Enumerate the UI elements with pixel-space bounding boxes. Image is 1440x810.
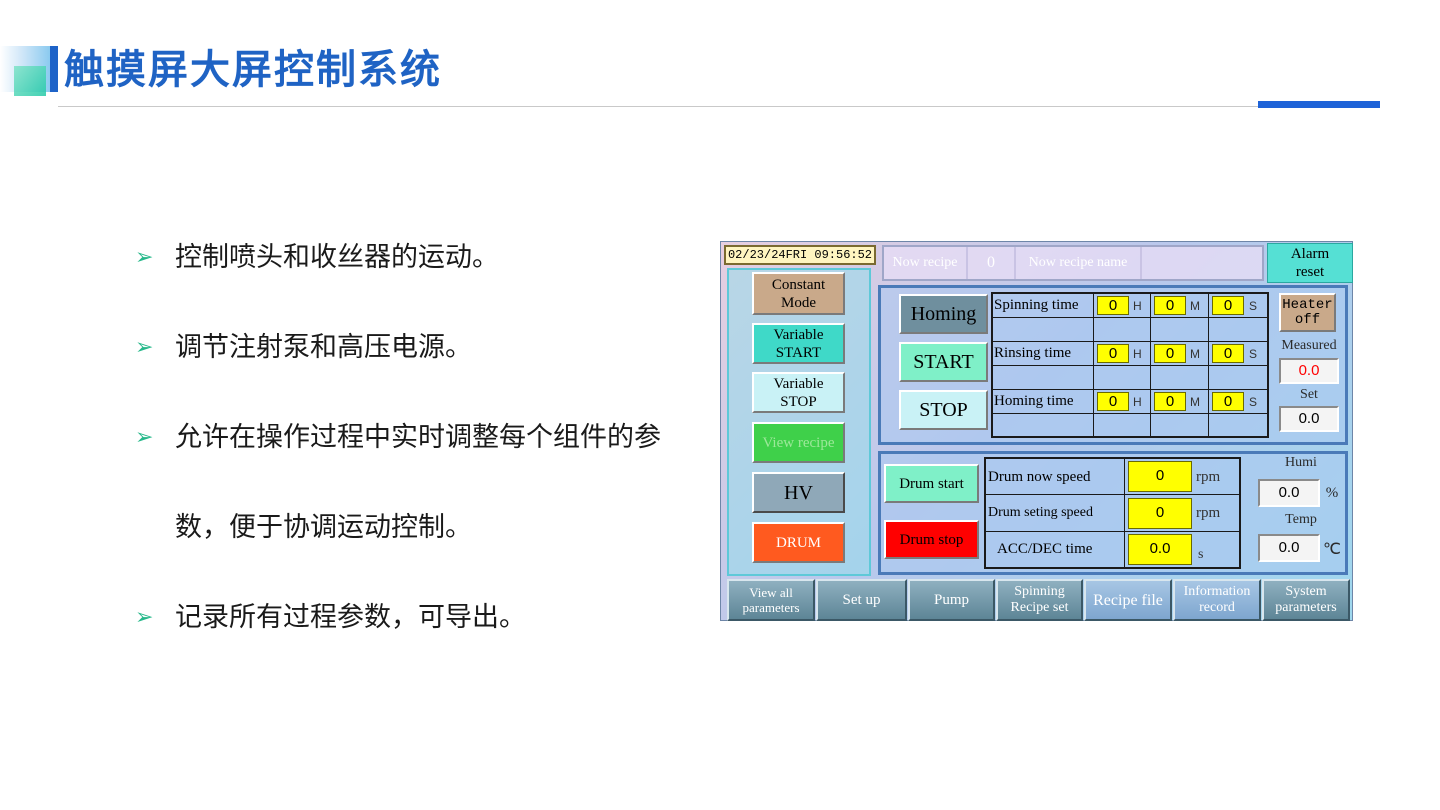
constant-mode-button[interactable]: Constant Mode bbox=[752, 272, 845, 315]
homing-seconds-input[interactable]: 0 bbox=[1212, 392, 1244, 411]
drum-button[interactable]: DRUM bbox=[752, 522, 845, 563]
humidity-unit: % bbox=[1325, 485, 1339, 501]
drum-start-button[interactable]: Drum start bbox=[884, 464, 979, 503]
variable-start-button[interactable]: Variable START bbox=[752, 323, 845, 364]
humidity-value: 0.0 bbox=[1258, 479, 1320, 507]
recipe-status-bar: Now recipe 0 Now recipe name bbox=[882, 245, 1264, 281]
bullet-arrow-icon: ➢ bbox=[135, 605, 154, 630]
title-marker-bar bbox=[50, 46, 58, 92]
bullet-arrow-icon: ➢ bbox=[135, 335, 154, 360]
temperature-value: 0.0 bbox=[1258, 534, 1320, 562]
measured-temperature-value: 0.0 bbox=[1279, 358, 1339, 384]
bullet-item: ➢记录所有过程参数，可导出。 bbox=[135, 600, 526, 636]
view-recipe-button[interactable]: View recipe bbox=[752, 422, 845, 463]
bullet-item: ➢控制喷头和收丝器的运动。 bbox=[135, 240, 499, 276]
hmi-screen: 02/23/24FRI 09:56:52 Now recipe 0 Now re… bbox=[720, 241, 1353, 621]
drum-stop-button[interactable]: Drum stop bbox=[884, 520, 979, 559]
temp-label: Temp bbox=[1285, 512, 1317, 527]
bullet-arrow-icon: ➢ bbox=[135, 245, 154, 270]
nav-spinning-recipe-set[interactable]: Spinning Recipe set bbox=[996, 579, 1083, 621]
drum-setting-speed-label: Drum seting speed bbox=[988, 505, 1093, 520]
spinning-seconds-input[interactable]: 0 bbox=[1212, 296, 1244, 315]
homing-time-label: Homing time bbox=[994, 393, 1074, 409]
nav-information-record[interactable]: Information record bbox=[1173, 579, 1261, 621]
slide-title: 触摸屏大屏控制系统 bbox=[64, 47, 442, 93]
now-recipe-name-label: Now recipe name bbox=[1016, 247, 1142, 279]
bullet-item: ➢调节注射泵和高压电源。 bbox=[135, 330, 472, 366]
rinsing-hours-input[interactable]: 0 bbox=[1097, 344, 1129, 363]
drum-table: Drum now speed 0 rpm Drum seting speed 0… bbox=[984, 457, 1241, 569]
homing-button[interactable]: Homing bbox=[899, 294, 988, 334]
set-label: Set bbox=[1300, 387, 1318, 402]
drum-now-speed-value: 0 bbox=[1128, 461, 1192, 492]
homing-minutes-input[interactable]: 0 bbox=[1154, 392, 1186, 411]
set-temperature-input[interactable]: 0.0 bbox=[1279, 406, 1339, 432]
clock-display: 02/23/24FRI 09:56:52 bbox=[724, 245, 876, 265]
humi-label: Humi bbox=[1285, 455, 1317, 470]
spinning-time-label: Spinning time bbox=[994, 297, 1079, 313]
nav-view-all-parameters[interactable]: View all parameters bbox=[727, 579, 815, 621]
nav-system-parameters[interactable]: System parameters bbox=[1262, 579, 1350, 621]
title-divider bbox=[58, 106, 1380, 107]
heater-toggle-button[interactable]: Heater off bbox=[1279, 293, 1336, 332]
bullet-item: ➢允许在操作过程中实时调整每个组件的参 bbox=[135, 420, 661, 456]
rinsing-time-label: Rinsing time bbox=[994, 345, 1072, 361]
now-recipe-name-value bbox=[1142, 247, 1262, 279]
nav-recipe-file[interactable]: Recipe file bbox=[1084, 579, 1172, 621]
spinning-hours-input[interactable]: 0 bbox=[1097, 296, 1129, 315]
timer-table: Spinning time 0 H 0 M 0 S Rinsing time 0… bbox=[991, 292, 1269, 438]
title-decoration-accent bbox=[14, 66, 46, 96]
measured-label: Measured bbox=[1281, 338, 1337, 353]
rinsing-seconds-input[interactable]: 0 bbox=[1212, 344, 1244, 363]
bullet-arrow-icon: ➢ bbox=[135, 425, 154, 450]
now-recipe-label: Now recipe bbox=[884, 247, 968, 279]
drum-setting-speed-input[interactable]: 0 bbox=[1128, 498, 1192, 529]
hv-button[interactable]: HV bbox=[752, 472, 845, 513]
drum-now-speed-label: Drum now speed bbox=[988, 469, 1091, 485]
title-divider-accent bbox=[1258, 101, 1380, 108]
acc-dec-time-label: ACC/DEC time bbox=[997, 541, 1093, 557]
acc-dec-time-input[interactable]: 0.0 bbox=[1128, 534, 1192, 565]
homing-hours-input[interactable]: 0 bbox=[1097, 392, 1129, 411]
nav-set-up[interactable]: Set up bbox=[816, 579, 907, 621]
variable-stop-button[interactable]: Variable STOP bbox=[752, 372, 845, 413]
bullet-item-continuation: 数，便于协调运动控制。 bbox=[175, 512, 472, 543]
alarm-reset-button[interactable]: Alarm reset bbox=[1267, 243, 1353, 283]
start-button[interactable]: START bbox=[899, 342, 988, 382]
temperature-unit: ℃ bbox=[1323, 541, 1341, 558]
spinning-minutes-input[interactable]: 0 bbox=[1154, 296, 1186, 315]
now-recipe-value: 0 bbox=[968, 247, 1016, 279]
nav-pump[interactable]: Pump bbox=[908, 579, 995, 621]
stop-button[interactable]: STOP bbox=[899, 390, 988, 430]
rinsing-minutes-input[interactable]: 0 bbox=[1154, 344, 1186, 363]
